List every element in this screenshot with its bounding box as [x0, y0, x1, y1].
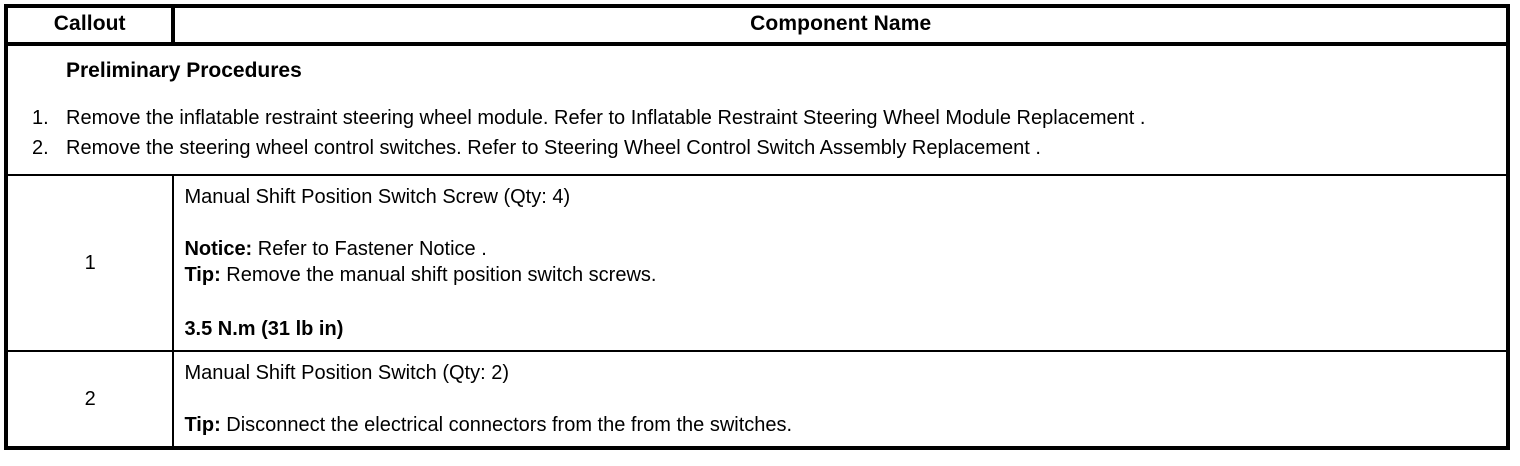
tip-text: Remove the manual shift position switch … — [220, 264, 657, 287]
column-header-component-name: Component Name — [173, 6, 1508, 47]
preliminary-procedures-cell: Preliminary Procedures 1. Remove the inf… — [6, 44, 1508, 177]
table-row: 1 Manual Shift Position Switch Screw (Qt… — [6, 175, 1508, 353]
list-item: 2. Remove the steering wheel control swi… — [8, 135, 1496, 162]
list-item-text: Remove the inflatable restraint steering… — [66, 107, 1146, 130]
callout-number-cell: 2 — [6, 351, 175, 449]
tip-label: Tip: — [184, 264, 221, 287]
preliminary-procedures-list: 1. Remove the inflatable restraint steer… — [8, 105, 1496, 162]
callout-number: 1 — [84, 252, 96, 275]
notice-line: Notice: Refer to Fastener Notice . — [184, 236, 1496, 262]
torque-specification: 3.5 N.m (31 lb in) — [184, 318, 344, 341]
list-item-number: 1. — [32, 107, 49, 130]
procedure-table: Callout Component Name Preliminary Proce… — [4, 4, 1510, 451]
column-header-callout-label: Callout — [53, 12, 126, 35]
column-header-callout: Callout — [6, 6, 176, 47]
list-item-text: Remove the steering wheel control switch… — [66, 137, 1041, 160]
notice-label: Notice: — [184, 238, 253, 261]
component-description-cell: Manual Shift Position Switch (Qty: 2) Ti… — [173, 351, 1508, 448]
preliminary-procedures-row: Preliminary Procedures 1. Remove the inf… — [6, 44, 1508, 177]
tip-line: Tip: Remove the manual shift position sw… — [184, 262, 1496, 288]
list-item: 1. Remove the inflatable restraint steer… — [8, 105, 1496, 132]
tip-label: Tip: — [184, 414, 221, 437]
callout-number: 2 — [84, 388, 96, 411]
table-header-row: Callout Component Name — [6, 6, 1508, 47]
component-name-text: Manual Shift Position Switch (Qty: 2) — [184, 362, 510, 385]
table-row: 2 Manual Shift Position Switch (Qty: 2) … — [6, 351, 1508, 449]
notice-text: Refer to Fastener Notice . — [252, 238, 487, 261]
column-header-component-name-label: Component Name — [750, 12, 932, 35]
preliminary-procedures-title: Preliminary Procedures — [66, 59, 302, 83]
component-name-text: Manual Shift Position Switch Screw (Qty:… — [184, 186, 571, 209]
tip-line: Tip: Disconnect the electrical connector… — [184, 412, 1496, 438]
list-item-number: 2. — [32, 137, 49, 160]
component-description-cell: Manual Shift Position Switch Screw (Qty:… — [173, 175, 1508, 353]
tip-text: Disconnect the electrical connectors fro… — [220, 414, 793, 437]
callout-number-cell: 1 — [6, 175, 175, 353]
